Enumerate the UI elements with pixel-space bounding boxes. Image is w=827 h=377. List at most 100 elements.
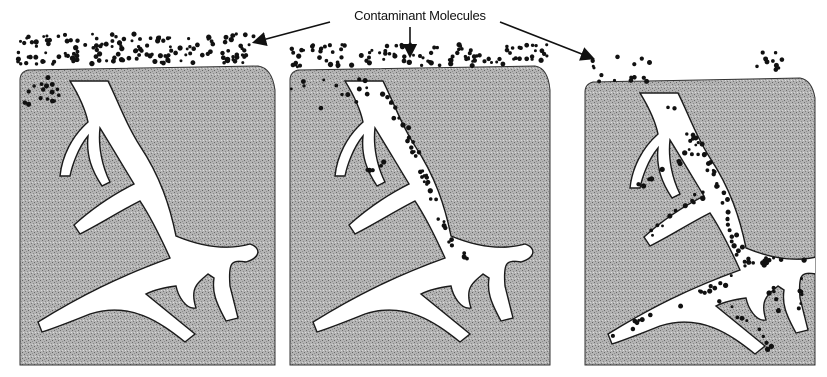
molecule-dot (385, 95, 389, 99)
molecule-dot (131, 32, 136, 37)
molecule-dot (97, 58, 102, 63)
molecule-dot (712, 169, 715, 172)
molecule-dot (150, 53, 154, 57)
molecule-dot (339, 55, 343, 59)
molecule-dot (339, 47, 343, 51)
molecule-dot (392, 54, 397, 59)
molecule-dot (65, 39, 70, 44)
molecule-dot (402, 54, 406, 58)
molecule-dot (772, 286, 776, 290)
molecule-dot (517, 56, 522, 61)
molecule-dot (462, 255, 467, 260)
molecule-dot (674, 209, 678, 213)
molecule-dot (632, 328, 635, 331)
molecule-dot (443, 220, 446, 223)
molecule-dot (694, 144, 697, 147)
molecule-dot (188, 45, 191, 48)
molecule-dot (232, 58, 235, 61)
molecule-dot (495, 61, 498, 64)
molecule-dot (220, 51, 224, 55)
molecule-dot (19, 62, 22, 65)
molecule-dot (697, 141, 700, 144)
molecule-dot (700, 196, 705, 201)
molecule-dot (425, 182, 428, 185)
molecule-dot (311, 48, 315, 52)
molecule-dot (357, 87, 362, 92)
molecule-dot (655, 223, 659, 227)
molecule-dot (728, 228, 732, 232)
molecule-dot (531, 44, 534, 47)
molecule-dot (95, 48, 99, 52)
adsorbent-panel-2 (290, 42, 550, 365)
molecule-dot (200, 53, 205, 58)
molecule-dot (765, 347, 770, 352)
molecule-dot (211, 42, 216, 47)
molecule-dot (482, 59, 486, 63)
molecule-dot (138, 37, 142, 41)
molecule-dot (226, 49, 230, 53)
molecule-dot (340, 93, 343, 96)
molecule-dot (412, 54, 415, 57)
molecule-dot (41, 87, 45, 91)
molecule-dot (534, 49, 537, 52)
molecule-dot (371, 168, 375, 172)
molecule-dot (322, 78, 325, 81)
molecule-dot (730, 239, 734, 243)
molecule-dot (682, 150, 687, 155)
molecule-dot (187, 37, 190, 40)
molecule-dot (409, 145, 413, 149)
molecule-dot (50, 90, 55, 95)
molecule-dot (57, 93, 61, 97)
molecule-dot (688, 148, 691, 151)
molecule-dot (235, 32, 238, 35)
molecule-dot (365, 86, 368, 89)
molecule-dot (648, 313, 653, 318)
molecule-dot (367, 56, 371, 60)
molecule-dot (173, 51, 178, 56)
molecule-dot (380, 91, 385, 96)
molecule-dot (632, 62, 636, 66)
molecule-dot (317, 55, 322, 60)
molecule-dot (161, 61, 166, 66)
molecule-dot (418, 54, 422, 58)
molecule-dot (224, 36, 228, 40)
molecule-dot (451, 55, 455, 59)
molecule-dot (777, 66, 780, 69)
molecule-dot (678, 304, 683, 309)
molecule-dot (328, 62, 333, 67)
molecule-dot (382, 58, 385, 61)
molecule-dot (325, 59, 329, 63)
molecule-dot (301, 79, 306, 84)
molecule-dot (640, 57, 644, 61)
molecule-dot (761, 51, 765, 55)
molecule-dot (630, 76, 633, 79)
molecule-dot (745, 319, 748, 322)
molecule-dot (696, 153, 700, 157)
molecule-dot (363, 78, 368, 83)
molecule-dot (428, 188, 433, 193)
molecule-dot (497, 57, 501, 61)
molecule-dot (400, 122, 405, 127)
molecule-dot (592, 65, 595, 68)
molecule-dot (779, 257, 784, 262)
molecule-dot (429, 60, 434, 65)
molecule-dot (131, 39, 134, 42)
molecule-dot (709, 284, 713, 288)
molecule-dot (755, 65, 758, 68)
molecule-dot (718, 281, 722, 285)
molecule-dot (32, 84, 35, 87)
molecule-dot (766, 290, 771, 295)
molecule-dot (91, 33, 94, 36)
molecule-dot (323, 45, 327, 49)
molecule-dot (457, 48, 460, 51)
molecule-dot (334, 84, 338, 88)
molecule-dot (740, 245, 745, 250)
molecule-dot (464, 57, 468, 61)
molecule-dot (30, 40, 34, 44)
molecule-dot (19, 40, 22, 43)
molecule-dot (27, 89, 31, 93)
molecule-dot (636, 182, 640, 186)
molecule-dot (771, 59, 775, 63)
molecule-dot (178, 45, 183, 50)
molecule-dot (33, 55, 38, 60)
